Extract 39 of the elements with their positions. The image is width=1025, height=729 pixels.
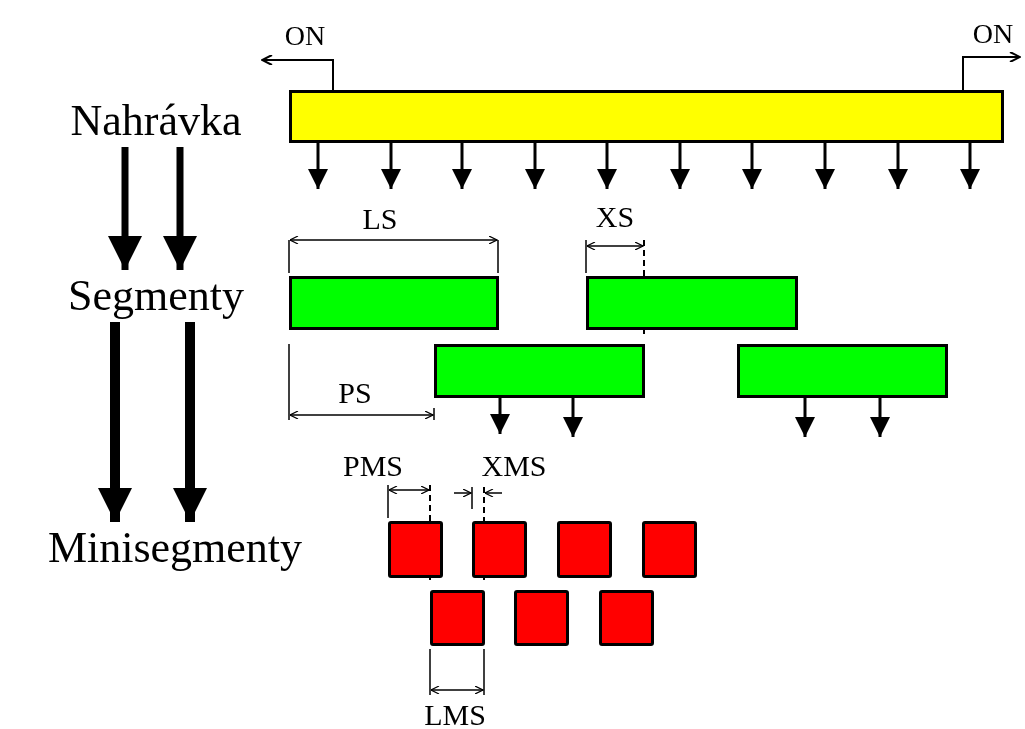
minisegment-box	[599, 590, 654, 646]
segment-bar	[289, 90, 1004, 143]
arrow	[98, 322, 132, 522]
dimension-label: LS	[362, 204, 398, 234]
arrow	[173, 322, 207, 522]
segment-bar	[737, 344, 948, 398]
stage-label: Minisegmenty	[5, 522, 345, 574]
arrow	[962, 51, 1021, 91]
arrow	[452, 143, 472, 189]
arrow	[597, 143, 617, 189]
stage-label: Nahrávka	[40, 95, 272, 147]
stage-label: Segmenty	[40, 270, 272, 322]
arrow	[563, 398, 583, 437]
arrow	[870, 398, 890, 437]
arrow	[795, 398, 815, 437]
minisegment-box	[557, 521, 612, 578]
arrow	[815, 143, 835, 189]
minisegment-box	[430, 590, 485, 646]
arrow	[670, 143, 690, 189]
arrow	[525, 143, 545, 189]
segment-bar	[289, 276, 499, 330]
segment-bar	[586, 276, 798, 330]
arrow	[960, 143, 980, 189]
dimension-label: PMS	[343, 451, 403, 481]
arrow	[888, 143, 908, 189]
minisegment-box	[514, 590, 569, 646]
arrow	[742, 143, 762, 189]
dimension-label: XS	[595, 202, 635, 232]
minisegment-box	[388, 521, 443, 578]
minisegment-box	[642, 521, 697, 578]
arrow	[490, 398, 510, 434]
dimension-label: LMS	[424, 700, 486, 729]
dimension-label: PS	[338, 378, 372, 408]
minisegment-box	[472, 521, 527, 578]
arrow	[261, 54, 334, 91]
dimension-label: XMS	[481, 451, 547, 481]
arrow	[308, 143, 328, 189]
arrow	[381, 143, 401, 189]
segment-bar	[434, 344, 645, 398]
